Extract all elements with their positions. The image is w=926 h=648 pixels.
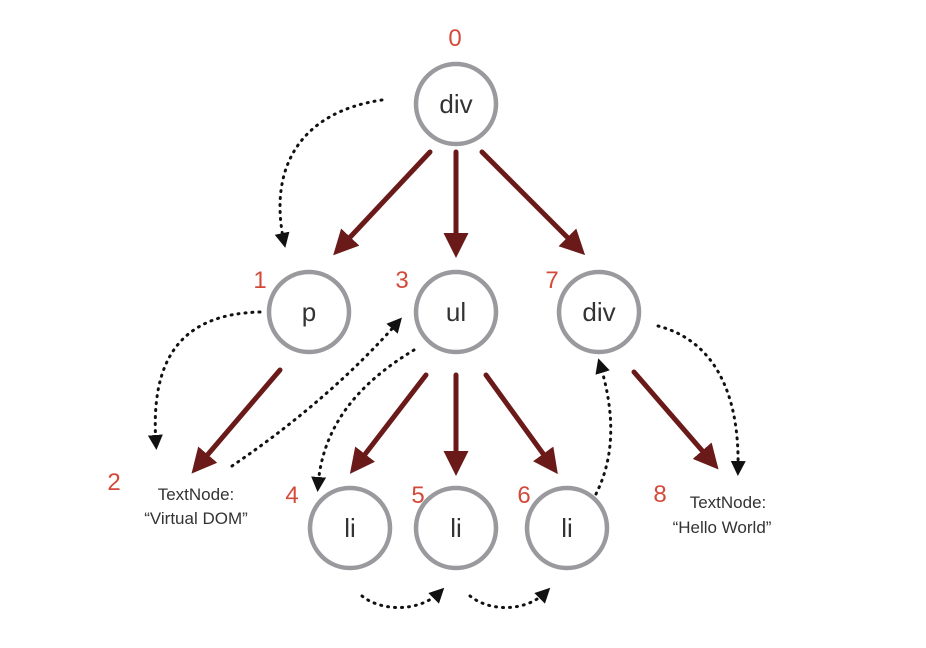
traverse-7-8 bbox=[656, 324, 746, 476]
edge-1-2 bbox=[191, 367, 283, 474]
node-index: 5 bbox=[411, 482, 424, 509]
textnode-type: TextNode: bbox=[690, 493, 767, 512]
node-circle bbox=[266, 269, 352, 355]
node-label: li bbox=[344, 513, 356, 543]
node-li-2: li 5 bbox=[411, 482, 499, 571]
node-label: div bbox=[439, 89, 472, 119]
node-div-child: div 7 bbox=[545, 267, 642, 355]
edge-7-8 bbox=[631, 369, 719, 470]
node-label: li bbox=[561, 513, 573, 543]
node-li-3: li 6 bbox=[517, 482, 610, 571]
node-li-1: li 4 bbox=[285, 482, 393, 571]
textnode-index: 2 bbox=[107, 469, 120, 496]
textnode-value: “Virtual DOM” bbox=[144, 509, 248, 528]
textnode-index: 8 bbox=[653, 481, 666, 508]
traverse-4-5 bbox=[360, 587, 445, 609]
node-p: p 1 bbox=[253, 267, 352, 355]
textnode-type: TextNode: bbox=[158, 485, 235, 504]
textnode-hello-world: 8 TextNode: “Hello World” bbox=[653, 481, 771, 537]
edge-3-4 bbox=[349, 372, 429, 474]
node-circle bbox=[307, 485, 393, 571]
node-index: 1 bbox=[253, 267, 266, 294]
node-label: li bbox=[450, 513, 462, 543]
traverse-1-2 bbox=[147, 310, 262, 450]
traverse-6-7 bbox=[594, 358, 613, 496]
textnode-value: “Hello World” bbox=[673, 518, 772, 537]
node-index: 6 bbox=[517, 482, 530, 509]
node-circle bbox=[413, 61, 499, 147]
edge-3-6 bbox=[483, 372, 558, 475]
node-circle bbox=[413, 485, 499, 571]
node-ul: ul 3 bbox=[395, 267, 499, 355]
node-label: p bbox=[302, 297, 316, 327]
traverse-5-6 bbox=[468, 587, 551, 609]
traverse-0-1 bbox=[274, 98, 384, 248]
node-index: 4 bbox=[285, 482, 298, 509]
tree-edges bbox=[191, 149, 719, 476]
node-circle bbox=[556, 269, 642, 355]
node-index: 0 bbox=[448, 25, 461, 52]
node-label: ul bbox=[446, 297, 466, 327]
node-label: div bbox=[582, 297, 615, 327]
traverse-3-4 bbox=[311, 348, 416, 492]
node-circle bbox=[524, 485, 610, 571]
node-circle bbox=[413, 269, 499, 355]
textnode-virtual-dom: 2 TextNode: “Virtual DOM” bbox=[107, 469, 248, 528]
node-index: 3 bbox=[395, 267, 408, 294]
edge-0-7 bbox=[479, 149, 586, 256]
node-div-root: div 0 bbox=[413, 25, 499, 147]
edge-0-1 bbox=[333, 149, 433, 256]
traverse-2-3 bbox=[230, 317, 402, 468]
node-index: 7 bbox=[545, 267, 558, 294]
traversal-path bbox=[147, 98, 746, 609]
